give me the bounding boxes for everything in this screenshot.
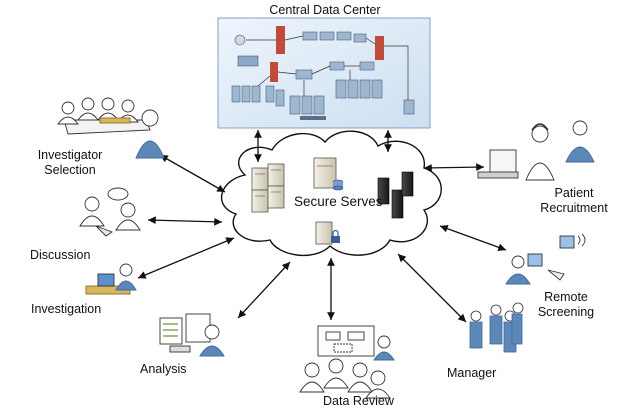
firewall-icon bbox=[375, 36, 384, 60]
node-label-patient-recruitment: Patient Recruitment bbox=[540, 186, 608, 215]
database-servers-bar bbox=[300, 116, 326, 120]
investigator-selection-icon bbox=[57, 97, 165, 159]
node-label-data-review: Data Review bbox=[323, 394, 394, 408]
data-review-icon bbox=[299, 325, 395, 399]
remote-screening-icon bbox=[505, 233, 586, 285]
cloud-label: Secure Serves bbox=[294, 194, 383, 209]
connection-arrows bbox=[137, 130, 507, 323]
secure-cloud bbox=[220, 130, 442, 257]
node-label-manager: Manager bbox=[447, 366, 497, 380]
arrow-investigation bbox=[137, 237, 235, 279]
analysis-icon bbox=[159, 313, 225, 357]
globe-icon bbox=[234, 34, 246, 46]
node-label-discussion: Discussion bbox=[30, 248, 91, 262]
central-data-center bbox=[217, 17, 431, 129]
firewall-icon bbox=[276, 26, 285, 54]
arrow-patient bbox=[423, 163, 485, 172]
node-label-remote-screening: Remote Screening bbox=[537, 290, 595, 319]
database-server-icon bbox=[313, 157, 344, 191]
server-cluster-icon bbox=[251, 163, 285, 213]
arrow-analysis bbox=[237, 261, 291, 319]
secure-server-lock-icon bbox=[315, 221, 340, 245]
node-label-investigation: Investigation bbox=[31, 302, 102, 316]
investigation-icon bbox=[85, 263, 137, 295]
firewall-icon bbox=[270, 62, 278, 82]
patient-recruitment-icon bbox=[477, 120, 595, 181]
arrow-manager bbox=[397, 253, 467, 323]
arrow-investigator bbox=[159, 154, 226, 193]
manager-icon bbox=[469, 302, 524, 353]
arrow-discussion bbox=[147, 216, 223, 226]
black-server-icon bbox=[377, 171, 414, 219]
discussion-icon bbox=[79, 187, 141, 237]
server-rack-icons bbox=[231, 31, 415, 115]
node-label-investigator-selection: Investigator Selection bbox=[37, 148, 103, 177]
datacenter-links bbox=[246, 35, 409, 100]
central-data-center-title: Central Data Center bbox=[269, 3, 381, 17]
node-label-analysis: Analysis bbox=[140, 362, 187, 376]
workstation-icon bbox=[237, 55, 259, 67]
arrow-remote-screening bbox=[439, 225, 507, 251]
